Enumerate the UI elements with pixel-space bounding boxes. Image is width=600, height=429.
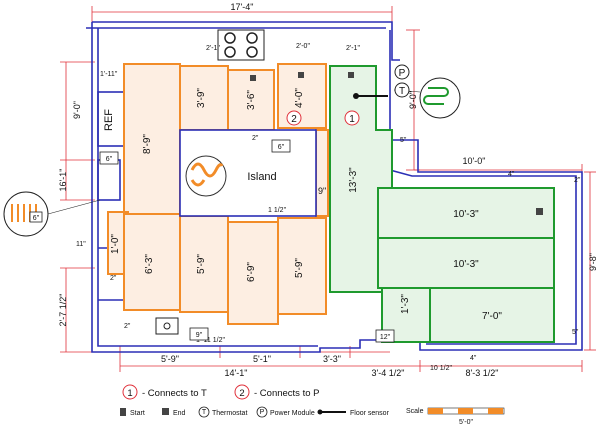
fridge-label: REF (103, 109, 115, 131)
zone-g1 (329, 65, 393, 293)
legend-c1-text: - Connects to T (142, 388, 207, 399)
dim-small-2-0: 2'-0" (296, 43, 310, 50)
circle-1-marker: 1 (349, 114, 355, 125)
dim-small-2-1-left: 2'-1" (206, 45, 220, 52)
legend-c2-text: - Connects to P (254, 388, 319, 399)
dim-small-5a: 5" (400, 137, 407, 144)
legend-thermostat: Thermostat (212, 410, 247, 417)
detail-right-icon (393, 77, 461, 119)
zone-o5-label: 1'-0" (110, 234, 121, 254)
six-inch-b: 6" (278, 144, 285, 151)
island-cable-loop (185, 155, 227, 197)
zone-o3-label: 3'-6" (246, 90, 257, 110)
legend-floor: Floor sensor (350, 410, 390, 417)
start-end-markers (250, 72, 543, 215)
dim-bottom-a: 5'-9" (161, 354, 179, 364)
legend-p: P (260, 409, 265, 416)
zone-o4-label: 4'-0" (294, 88, 305, 108)
power-module-icon (394, 64, 410, 80)
island-label: Island (247, 171, 276, 183)
dim-right-lower: 9'-8" (588, 253, 598, 271)
dim-small-10-half: 10 1/2" (430, 365, 452, 372)
legend-t: T (202, 409, 207, 416)
zone-o6 (123, 213, 181, 311)
legend-scale-value: 5'-0" (459, 419, 473, 426)
dim-right-width: 10'-0" (463, 156, 486, 166)
nine-inch: 9" (196, 332, 203, 339)
legend-c2: 2 (239, 388, 244, 399)
dim-top-overall: 17'-4" (231, 2, 254, 12)
zone-g3 (377, 237, 555, 289)
dim-small-2-right: 2" (574, 177, 581, 184)
legend-c1: 1 (127, 388, 132, 399)
dim-small-9: 9" (318, 186, 326, 196)
end-icon (162, 408, 169, 415)
zone-o8-label: 6'-9" (246, 262, 257, 282)
dim-right-upper: 9'-0" (408, 91, 418, 109)
dim-bottom-total: 14'-1" (225, 368, 248, 378)
dim-left-upper: 9'-0" (72, 101, 82, 119)
legend-scale: Scale (406, 408, 424, 415)
legend: 1 - Connects to T 2 - Connects to P Star… (120, 384, 505, 426)
zone-g2-label: 10'-3" (453, 209, 479, 220)
six-inch-c: 6" (33, 215, 40, 222)
dim-left-lower: 2'-7 1/2" (58, 294, 68, 327)
dim-bottom-d: 3'-4 1/2" (372, 368, 405, 378)
dim-small-2c: 2" (252, 135, 259, 142)
legend-power: Power Module (270, 410, 315, 417)
twelve-inch: 12" (380, 334, 391, 341)
thermostat-legend-icon (198, 406, 210, 418)
six-inch-a: 6" (106, 156, 113, 163)
thermostat-letter: T (399, 86, 405, 97)
zone-o9-label: 5'-9" (294, 258, 305, 278)
dim-left-mid: 16'-1" (58, 169, 68, 192)
start-icon (120, 408, 126, 416)
dim-small-2-1-right: 2'-1" (346, 45, 360, 52)
legend-end: End (173, 410, 186, 417)
circle-2-marker: 2 (291, 114, 297, 125)
dim-small-11: 11" (76, 241, 86, 248)
dim-bottom-e: 8'-3 1/2" (466, 368, 499, 378)
power-legend-icon (256, 406, 268, 418)
power-module-letter: P (399, 68, 406, 79)
dim-small-1-half: 1 1/2" (268, 207, 287, 214)
thermostat-icon (394, 82, 410, 98)
dim-bottom-c: 3'-3" (323, 354, 341, 364)
dim-small-2b: 2" (124, 323, 131, 330)
zone-o1 (123, 63, 181, 215)
zone-g4-label: 7'-0" (482, 311, 502, 322)
zone-g4 (429, 287, 555, 343)
zone-o1-label: 8'-9" (142, 134, 153, 154)
stove-icon (217, 29, 265, 61)
dim-small-4b: 4" (470, 355, 477, 362)
legend-start: Start (130, 410, 145, 417)
zone-g5-label: 1'-3" (400, 294, 411, 314)
zone-o2-label: 3'-9" (196, 88, 207, 108)
dim-small-5b: 5" (572, 329, 579, 336)
dim-bottom-b: 5'-1" (253, 354, 271, 364)
zone-o6-label: 6'-3" (144, 254, 155, 274)
dim-small-2a: 2" (110, 275, 117, 282)
sink-icon (155, 317, 179, 335)
zone-g1-label: 13'-3" (348, 167, 359, 193)
dim-small-1-11: 1'-11" (100, 71, 118, 78)
floor-sensor-icon (353, 93, 388, 99)
dim-small-4a: 4" (508, 171, 515, 178)
zone-o9 (277, 217, 327, 315)
dim-small-1-11-half: 1'-11 1/2" (196, 337, 226, 344)
zone-o7-label: 5'-9" (196, 254, 207, 274)
zone-g3-label: 10'-3" (453, 259, 479, 270)
detail-left-icon (3, 191, 101, 237)
